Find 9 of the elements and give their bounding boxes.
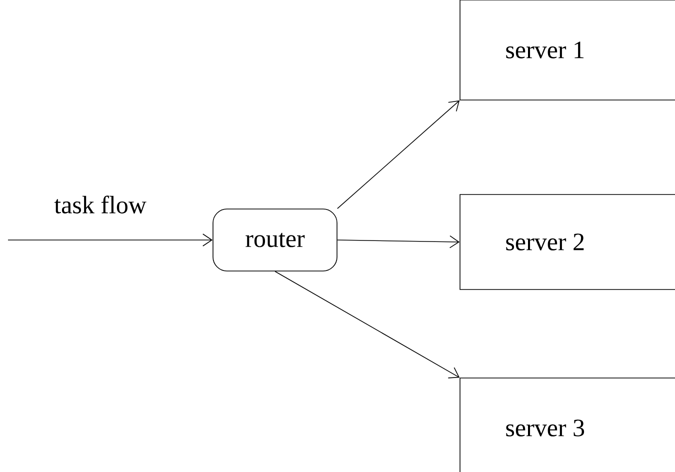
arrow	[337, 235, 460, 248]
arrow	[337, 100, 460, 209]
arrow	[8, 234, 213, 246]
edge-label: task flow	[54, 196, 146, 214]
server-box: server 3	[460, 378, 675, 472]
server-box: server 1	[460, 0, 675, 100]
arrow	[274, 271, 460, 378]
server-box: server 2	[460, 194, 675, 290]
router-box: router	[212, 208, 338, 272]
